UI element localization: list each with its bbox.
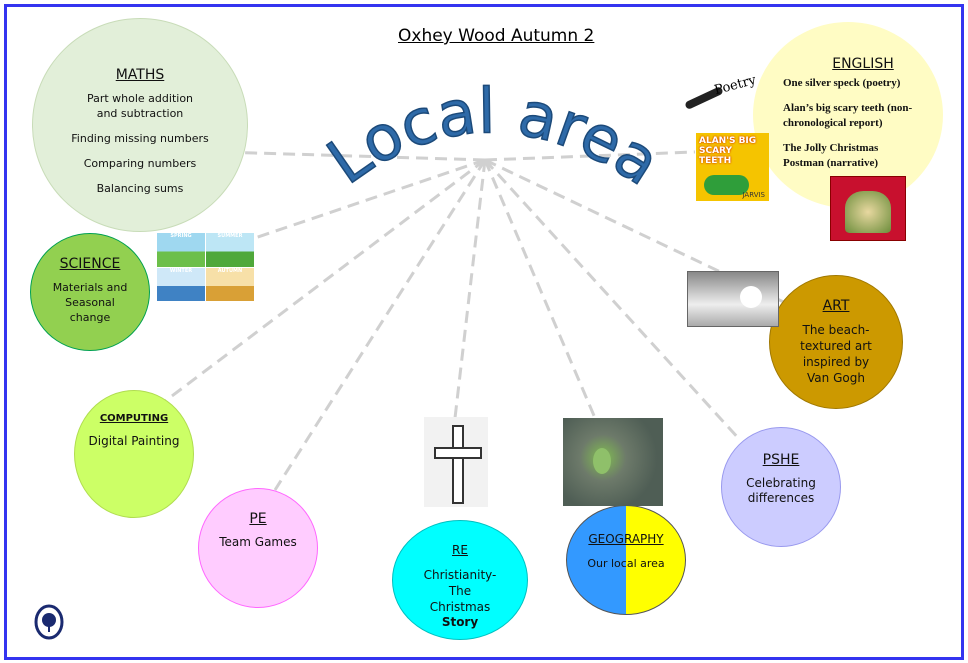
line-pshe <box>483 158 742 442</box>
re-circle: RE Christianity- The Christmas Story <box>392 520 528 640</box>
line-geography <box>483 159 597 419</box>
line-pe <box>273 159 487 491</box>
poetry-quill-image: Poetry <box>684 73 758 114</box>
aerial-map-image <box>563 418 663 506</box>
page-title: Oxhey Wood Autumn 2 <box>398 26 595 46</box>
science-circle: SCIENCE Materials and Seasonal change <box>30 233 150 351</box>
computing-circle: COMPUTING Digital Painting <box>74 390 194 518</box>
school-logo <box>24 596 74 650</box>
jolly-christmas-postman-book-image <box>830 176 906 241</box>
alans-big-scary-teeth-book-image: ALAN'S BIG SCARY TEETH JARVIS <box>696 133 769 201</box>
geography-circle: GEOGRAPHY Our local area <box>566 505 686 615</box>
school-logo-icon <box>34 604 64 640</box>
page-border <box>4 4 964 660</box>
seasons-image: SPRING SUMMER WINTER AUTUMN <box>157 233 254 301</box>
cross-image <box>424 417 488 507</box>
line-maths <box>221 150 486 162</box>
line-computing <box>159 158 486 407</box>
crocodile-icon <box>704 175 749 195</box>
line-english <box>484 150 696 162</box>
art-circle: ART The beach- textured art inspired by … <box>769 275 903 409</box>
pe-circle: PE Team Games <box>198 488 318 608</box>
line-re <box>453 159 487 419</box>
beach-sketch-image <box>687 271 779 327</box>
maths-circle: MATHS Part whole addition and subtractio… <box>32 18 248 232</box>
pshe-circle: PSHE Celebrating differences <box>721 427 841 547</box>
line-science <box>254 158 486 240</box>
